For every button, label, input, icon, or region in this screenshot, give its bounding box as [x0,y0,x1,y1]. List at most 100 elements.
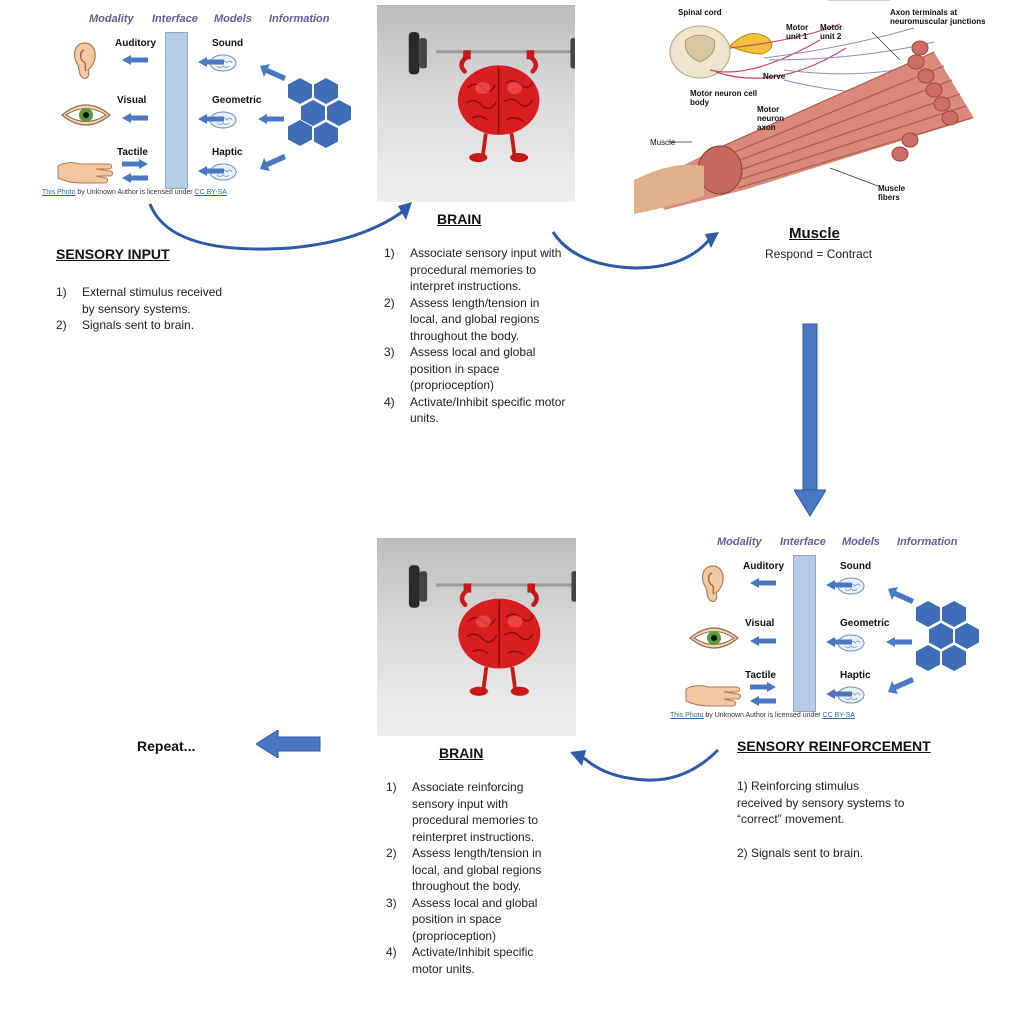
arrow-diagonal-icon [260,64,286,81]
sensory-reinforcement-title: SENSORY REINFORCEMENT [737,738,931,754]
label-geometric: Geometric [212,95,262,106]
brain-lifting-barbell-icon [377,538,576,736]
arrow-left-icon [750,578,776,588]
left-arrow-icon [256,730,321,758]
arrow-diagonal-icon [888,677,914,694]
list-item: 4)Activate/Inhibit specific motor units. [386,945,534,976]
sensory-input-list: 1)External stimulus received by sensory … [56,284,226,334]
arrow-left-icon [826,689,852,699]
label-auditory: Auditory [743,561,785,572]
sensory-panel-top: Modality Interface Models Information Au… [36,10,366,200]
arrow-left-icon [122,173,148,183]
eye-icon [61,104,111,126]
arrow-left-icon [750,636,776,646]
header-information: Information [269,13,330,25]
arrow-left-icon [826,637,852,647]
label-axon-terminals: Axon terminals at neuromuscular junction… [890,8,986,26]
arrow-left-icon [826,580,852,590]
muscle-illustration [634,0,974,214]
credit-text: by Unknown Author is licensed under [75,189,195,196]
curved-arrow-brain-to-muscle [551,231,719,270]
sensory-panel-bottom: Modality Interface Models Information Au… [664,533,994,723]
header-interface: Interface [780,536,826,548]
label-muscle: Muscle [650,138,676,147]
hexagon-cluster-icon [916,601,979,671]
hand-icon [57,162,113,184]
header-modality: Modality [717,536,762,548]
hand-icon [685,685,741,707]
label-auditory: Auditory [115,38,157,49]
credit-link-license[interactable]: CC BY-SA [194,189,227,196]
list-item: 3)Assess local and global position in sp… [386,895,538,943]
photo-credit: This Photo by Unknown Author is licensed… [42,189,227,196]
credit-link-photo[interactable]: This Photo [42,189,76,196]
list-item: 1)Associate reinforcing sensory input wi… [386,780,539,844]
label-motor-neuron-axon: Motor neuron axon [757,105,785,132]
label-spinal-cord: Spinal cord [678,8,722,17]
label-nerve: Nerve [763,72,786,81]
brain-top-title: BRAIN [437,211,482,227]
brain-image-bottom [377,538,576,736]
arrow-right-icon [122,159,148,169]
brain-top-list: 1)Associate sensory input with procedura… [384,245,569,427]
arrow-left-icon [258,114,284,124]
label-sound: Sound [212,38,244,49]
hexagon-cluster-icon [288,78,351,148]
muscle-title: Muscle [789,225,840,242]
label-visual: Visual [117,95,147,106]
credit-link-license[interactable]: CC BY-SA [822,712,855,719]
brain-bottom-list: 1)Associate reinforcing sensory input wi… [386,779,566,977]
interface-bar [165,32,188,189]
brain-bottom-title: BRAIN [439,745,484,761]
label-tactile: Tactile [745,670,776,681]
header-information: Information [897,536,958,548]
interface-bar [793,555,816,712]
arrow-left-icon [198,114,224,124]
list-item: 2)Assess length/tension in local, and gl… [386,846,542,893]
eye-icon [689,627,739,649]
brain-lifting-barbell-icon [377,5,575,202]
arrow-left-icon [886,637,912,647]
sensory-input-title: SENSORY INPUT [56,246,170,262]
ear-icon [73,42,96,79]
label-haptic: Haptic [212,147,243,158]
header-modality: Modality [89,13,134,25]
photo-credit: This Photo by Unknown Author is licensed… [670,712,855,719]
header-models: Models [842,536,880,548]
label-motor-unit-2: Motor unit 2 [820,23,843,41]
sensory-reinforcement-p1: 1) Reinforcing stimulus received by sens… [737,779,905,826]
muscle-subtitle: Respond = Contract [765,247,873,261]
arrow-left-icon [122,55,148,65]
label-motor-unit-1: Motor unit 1 [786,23,809,41]
arrow-left-icon [750,696,776,706]
label-geometric: Geometric [840,618,890,629]
arrow-left-icon [198,166,224,176]
repeat-label: Repeat... [137,738,196,754]
list-item: 1)External stimulus received by sensory … [56,285,223,316]
label-motor-neuron-cell-body: Motor neuron cell body [690,89,758,107]
curved-arrow-input-to-brain [148,202,412,251]
list-item: 1)Associate sensory input with procedura… [384,246,562,293]
arrow-diagonal-icon [888,587,914,604]
arrow-diagonal-icon [260,154,286,171]
down-arrow-icon [794,323,826,517]
arrow-left-icon [198,57,224,67]
header-interface: Interface [152,13,198,25]
muscle-diagram: Spinal cord Motor unit 1 Motor unit 2 Ax… [634,0,1016,222]
header-models: Models [214,13,252,25]
ear-icon [701,565,724,602]
list-item: 3)Assess local and global position in sp… [384,345,536,392]
label-haptic: Haptic [840,670,871,681]
credit-link-photo[interactable]: This Photo [670,712,704,719]
label-visual: Visual [745,618,775,629]
label-tactile: Tactile [117,147,148,158]
sensory-reinforcement-p2: 2) Signals sent to brain. [737,846,864,860]
list-item: 4)Activate/Inhibit specific motor units. [384,394,566,426]
list-item: 2)Signals sent to brain. [56,318,195,332]
label-sound: Sound [840,561,872,572]
credit-text: by Unknown Author is licensed under [703,712,823,719]
arrow-left-icon [122,113,148,123]
brain-image-top [377,5,575,202]
list-item: 2)Assess length/tension in local, and gl… [384,295,540,343]
curved-arrow-reinforcement-to-brain [570,748,720,782]
